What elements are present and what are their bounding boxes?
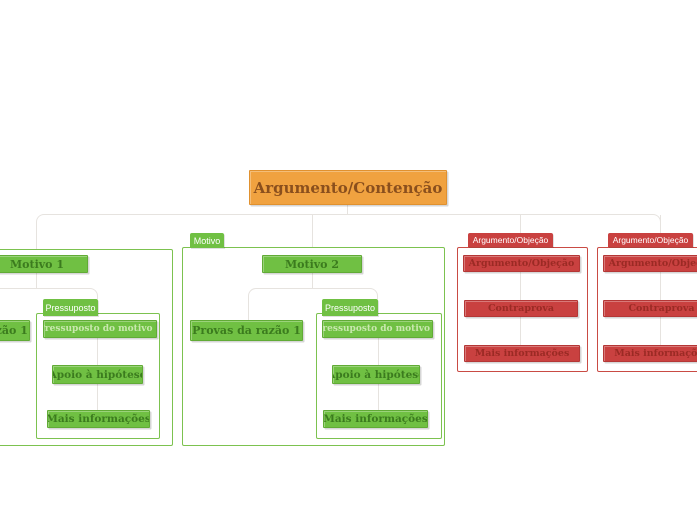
group-motivo-middle[interactable] [182, 247, 445, 446]
connector-drop-mid-group [311, 215, 313, 248]
tab-pressuposto-middle[interactable]: Pressuposto [322, 299, 378, 316]
connector-mid-inner-v2 [377, 384, 379, 410]
connector-drop-left-group [36, 231, 37, 250]
tab-objecao-2[interactable]: Argumento/Objeção [608, 233, 693, 247]
connector-drop-objection-2 [660, 215, 661, 233]
group-motivo-left[interactable] [0, 249, 173, 446]
connector-mid-provas-drop [248, 297, 249, 320]
connector-obj1-v1 [520, 272, 521, 300]
connector-motivo1-bus [0, 288, 98, 299]
connector-motivo2-stub [311, 273, 313, 288]
tab-motivo-middle[interactable]: Motivo [190, 233, 224, 248]
node-objecao-2-argumento[interactable]: Argumento/Objeção [603, 255, 697, 272]
node-motivo-2[interactable]: Motivo 2 [262, 255, 362, 273]
group-objecao-2[interactable] [597, 247, 697, 372]
node-motivo-1[interactable]: Motivo 1 [0, 255, 88, 273]
node-apoio-hipotese-left[interactable]: Apoio à hipótese [52, 365, 143, 384]
node-objecao-2-contraprova[interactable]: Contraprova [603, 300, 697, 317]
connector-root-stub [347, 205, 348, 215]
connector-motivo2-bus [248, 288, 378, 299]
node-mais-informacoes-middle[interactable]: Mais informações [323, 410, 428, 428]
connector-obj2-v2 [660, 317, 661, 345]
node-apoio-hipotese-middle[interactable]: Apoio à hipótese [332, 365, 420, 384]
node-objecao-1-argumento[interactable]: Argumento/Objeção [463, 255, 580, 272]
connector-main-bus [36, 214, 661, 233]
connector-obj2-v1 [660, 272, 661, 300]
node-provas-razao-1-left[interactable]: Provas da razão 1 [0, 320, 30, 341]
connector-left-inner-v1 [97, 338, 98, 365]
group-objecao-1[interactable] [457, 247, 588, 372]
subgroup-pressuposto-middle[interactable] [316, 313, 442, 439]
node-pressuposto-motivo-middle[interactable]: Pressuposto do motivo 1 [322, 320, 433, 338]
subgroup-pressuposto-left[interactable] [36, 313, 160, 439]
node-root[interactable]: Argumento/Contenção [249, 170, 447, 205]
node-mais-informacoes-left[interactable]: Mais informações [47, 410, 150, 428]
node-objecao-1-contraprova[interactable]: Contraprova [464, 300, 578, 317]
tab-objecao-1[interactable]: Argumento/Objeção [468, 233, 553, 247]
connector-left-inner-v2 [97, 384, 98, 410]
node-pressuposto-motivo-left[interactable]: Pressuposto do motivo 1 [43, 320, 157, 338]
connector-drop-objection-1 [520, 215, 521, 233]
connector-motivo1-stub [36, 273, 37, 288]
tab-pressuposto-left[interactable]: Pressuposto [43, 299, 98, 316]
node-objecao-2-mais[interactable]: Mais informações [603, 345, 697, 362]
node-objecao-1-mais[interactable]: Mais informações [464, 345, 580, 362]
connector-obj1-v2 [520, 317, 521, 345]
node-provas-razao-1-middle[interactable]: Provas da razão 1 [190, 320, 303, 341]
connector-mid-inner-v1 [377, 338, 379, 365]
